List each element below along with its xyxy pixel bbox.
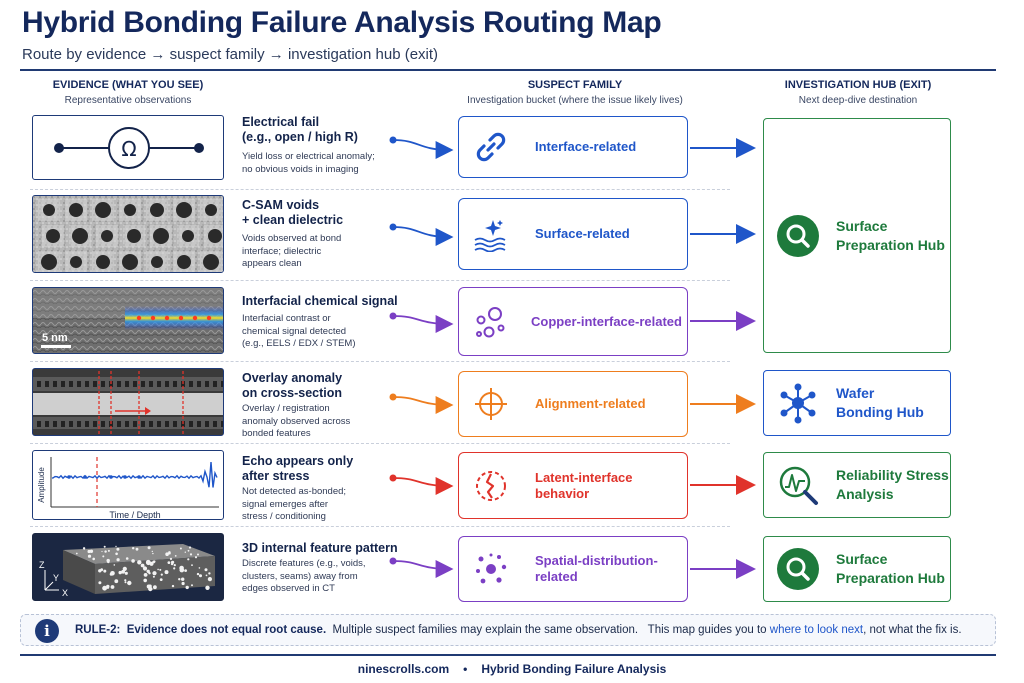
evidence-image-csam	[32, 195, 224, 273]
rule-text3: , not what the fix is.	[863, 624, 962, 636]
crack-icon	[476, 470, 506, 501]
cross-section-image	[33, 369, 223, 435]
evidence-desc-overlay: Overlay / registration anomaly observed …	[242, 403, 351, 439]
suspect-surface[interactable]: Surface-related	[458, 198, 688, 270]
evidence-title-ct: 3D internal feature pattern	[242, 541, 398, 555]
network-icon	[780, 383, 816, 424]
suspect-label: Copper-interface-related	[531, 313, 682, 329]
evidence-desc-ct: Discrete features (e.g., voids, clusters…	[242, 558, 366, 594]
footer: ninescrolls.com • Hybrid Bonding Failure A…	[0, 662, 1024, 676]
sparkle-waves-icon	[474, 220, 506, 252]
suspect-copper-interface[interactable]: Copper-interface-related	[458, 287, 688, 356]
echo-waveform-plot: Amplitude Time / Depth	[37, 457, 219, 520]
evidence-title-overlay: Overlay anomaly on cross-section	[242, 371, 343, 400]
hub-surface-preparation-main[interactable]: Surface Preparation Hub	[763, 118, 951, 353]
hub-column-subtitle: Next deep-dive destination	[798, 95, 918, 106]
axis-z-label: Z	[39, 560, 45, 570]
row-separator	[30, 526, 730, 527]
evidence-title-chemical: Interfacial chemical signal	[242, 294, 398, 308]
suspect-label: Interface-related	[535, 139, 637, 154]
suspect-label: Alignment-related	[535, 396, 646, 411]
chart-magnifier-icon	[779, 466, 818, 505]
info-icon: i	[35, 619, 59, 643]
evidence-image-tem: 5 nm	[32, 287, 224, 354]
link-icon	[476, 132, 506, 162]
hub-label: Reliability Stress Analysis	[836, 467, 949, 502]
plot-xlabel: Time / Depth	[109, 510, 160, 520]
suspect-interface[interactable]: Interface-related	[458, 116, 688, 178]
suspect-label: Spatial-distribution- related	[535, 553, 658, 584]
evidence-image-electrical: Ω	[32, 115, 224, 180]
suspect-column-subtitle: Investigation bucket (where the issue li…	[467, 95, 683, 106]
row-separator	[30, 280, 730, 281]
hub-label: Surface Preparation Hub	[836, 217, 945, 253]
hub-label: Surface Preparation Hub	[836, 551, 945, 586]
axis-y-label: Y	[53, 573, 59, 583]
evidence-image-ct: Z Y X	[32, 533, 224, 601]
ct-volume-image: Z Y X	[33, 534, 223, 600]
row-separator	[30, 443, 730, 444]
circuit-symbol-icon: Ω	[54, 127, 204, 169]
csam-void-image	[33, 196, 223, 272]
row-separator	[30, 189, 730, 190]
bubbles-icon	[476, 306, 505, 337]
hub-label: Wafer Bonding Hub	[836, 385, 924, 420]
footer-separator: •	[463, 662, 468, 676]
suspect-label: Latent-interface behavior	[535, 469, 633, 501]
evidence-column-title: EVIDENCE (WHAT YOU SEE)	[52, 79, 204, 91]
plot-ylabel: Amplitude	[37, 467, 46, 503]
footer-divider	[20, 654, 996, 656]
dots-cluster-icon	[476, 553, 507, 584]
evidence-column-subtitle: Representative observations	[64, 95, 192, 106]
tem-image: 5 nm	[33, 288, 223, 353]
footer-name: Hybrid Bonding Failure Analysis	[481, 662, 667, 676]
header-divider	[20, 69, 996, 71]
rule-text2: This map guides you to	[647, 624, 767, 636]
magnifier-icon	[777, 548, 819, 590]
evidence-title-electrical: Electrical fail (e.g., open / high R)	[242, 115, 358, 144]
suspect-spatial-distribution[interactable]: Spatial-distribution- related	[458, 536, 688, 602]
evidence-title-echo: Echo appears only after stress	[242, 454, 354, 483]
suspect-alignment[interactable]: Alignment-related	[458, 371, 688, 437]
evidence-image-cross-section	[32, 368, 224, 436]
scale-bar-label: 5 nm	[42, 332, 68, 344]
row-separator	[30, 361, 730, 362]
ohm-symbol: Ω	[121, 137, 136, 161]
rule-prefix: RULE-2:	[75, 624, 121, 636]
rule-text: RULE-2: Evidence does not equal root cau…	[75, 615, 962, 645]
page-title: Hybrid Bonding Failure Analysis Routing …	[22, 6, 662, 39]
magnifier-icon	[777, 214, 819, 257]
crosshair-icon	[475, 388, 507, 420]
rule-bold: Evidence does not equal root cause.	[126, 624, 327, 636]
evidence-desc-csam: Voids observed at bond interface; dielec…	[242, 233, 342, 269]
hub-surface-preparation[interactable]: Surface Preparation Hub	[763, 536, 951, 602]
page-subtitle: Route by evidence → suspect family → inv…	[22, 46, 439, 63]
evidence-desc-echo: Not detected as-bonded; signal emerges a…	[242, 486, 347, 522]
arrow-suspect-to-hub	[690, 138, 756, 579]
evidence-desc-chemical: Interfacial contrast or chemical signal …	[242, 313, 356, 349]
arrow-evidence-to-suspect	[389, 136, 454, 578]
axis-x-label: X	[62, 588, 68, 598]
hub-wafer-bonding[interactable]: Wafer Bonding Hub	[763, 370, 951, 436]
rule-banner: i RULE-2: Evidence does not equal root c…	[20, 614, 996, 646]
hub-reliability-stress[interactable]: Reliability Stress Analysis	[763, 452, 951, 518]
hub-column-title: INVESTIGATION HUB (EXIT)	[784, 79, 932, 91]
evidence-desc-electrical: Yield loss or electrical anomaly; no obv…	[242, 151, 375, 175]
evidence-title-csam: C-SAM voids + clean dielectric	[242, 198, 344, 227]
rule-link[interactable]: where to look next	[769, 624, 864, 636]
footer-site[interactable]: ninescrolls.com	[357, 662, 450, 676]
suspect-label: Surface-related	[535, 226, 630, 241]
rule-text1: Multiple suspect families may explain th…	[332, 624, 639, 636]
evidence-image-echo-plot: Amplitude Time / Depth	[32, 450, 224, 520]
suspect-column-title: SUSPECT FAMILY	[527, 79, 623, 91]
suspect-latent-interface[interactable]: Latent-interface behavior	[458, 452, 688, 519]
